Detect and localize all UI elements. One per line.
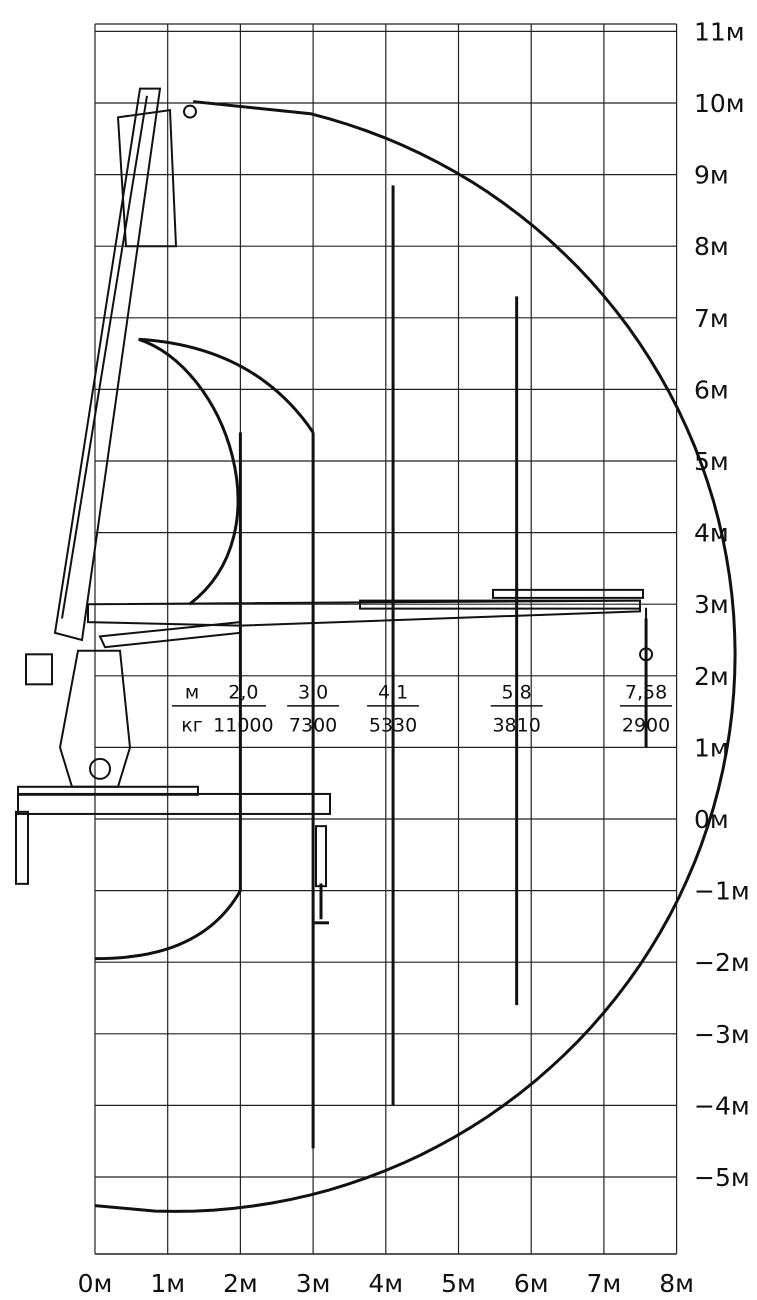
units-load-label: кг (181, 715, 202, 737)
x-tick-label: 1м (150, 1269, 185, 1298)
inner-envelope-top (138, 337, 315, 434)
y-tick-label: 1м (694, 733, 729, 762)
hook-icon (639, 647, 654, 662)
lower-inner-envelope (94, 889, 242, 961)
crane-column (58, 649, 132, 788)
y-tick-label: −4м (694, 1091, 750, 1120)
y-tick-label: 4м (694, 519, 729, 548)
load-limit-lines (238, 185, 648, 1149)
top-hook-icon (183, 104, 197, 119)
x-tick-label: 2м (223, 1269, 258, 1298)
telescopic-section (359, 599, 641, 610)
x-tick-label: 5м (441, 1269, 476, 1298)
load-value-label: 2900 (622, 715, 670, 737)
x-tick-label: 0м (78, 1269, 113, 1298)
x-tick-label: 8м (659, 1269, 694, 1298)
reach-value-label: 2,0 (228, 682, 258, 704)
axis-tick-labels: 0м 1м 2м 3м 4м 5м 6м 7м 8м −5м −4м −3м −2м −1м 0м 1м 2м 3… (78, 17, 750, 1298)
right-stabilizer-cylinder (315, 825, 327, 888)
load-value-label: 7300 (289, 715, 337, 737)
reach-value-label: 7,58 (625, 682, 667, 704)
x-tick-label: 7м (587, 1269, 622, 1298)
y-tick-label: 5м (694, 447, 729, 476)
load-value-label: 3810 (492, 715, 540, 737)
main-boom (53, 87, 162, 642)
y-tick-label: −2м (694, 948, 750, 977)
y-tick-label: 3м (694, 590, 729, 619)
grid (94, 23, 678, 1255)
y-tick-label: 9м (694, 161, 729, 190)
lift-cylinder (98, 620, 241, 649)
y-tick-label: 6м (694, 375, 729, 404)
x-tick-label: 6м (514, 1269, 549, 1298)
outrigger-beam (17, 792, 331, 815)
y-tick-label: 10м (694, 89, 745, 118)
y-tick-label: 0м (694, 805, 729, 834)
crane-drawing (15, 87, 654, 925)
y-tick-label: −3м (694, 1020, 750, 1049)
slew-ring (89, 757, 111, 780)
main-boom-inner (61, 95, 148, 619)
left-outrigger-leg (15, 810, 29, 885)
x-tick-label: 3м (296, 1269, 331, 1298)
inner-envelope-curve (138, 337, 240, 606)
x-tick-label: 4м (368, 1269, 403, 1298)
reach-envelopes (94, 100, 737, 1213)
operator-seat (25, 653, 53, 686)
load-value-label: 11000 (213, 715, 273, 737)
telescopic-tip-section (492, 588, 644, 599)
y-tick-label: 11м (694, 17, 745, 46)
units-reach-label: м (185, 682, 199, 704)
load-value-label: 5330 (369, 715, 417, 737)
y-tick-label: 7м (694, 304, 729, 333)
y-tick-label: −1м (694, 877, 750, 906)
y-tick-label: 2м (694, 662, 729, 691)
load-labels: м кг 2,0 11000 3,0 7300 4,1 5330 5,8 3810 7,58 2900 (172, 682, 673, 737)
boom-extension (116, 109, 178, 248)
outer-reach-envelope (94, 100, 737, 1213)
y-tick-label: 8м (694, 232, 729, 261)
reach-value-label: 3,0 (298, 682, 328, 704)
reach-value-label: 4,1 (378, 682, 408, 704)
y-tick-label: −5м (694, 1163, 750, 1192)
reach-value-label: 5,8 (502, 682, 532, 704)
